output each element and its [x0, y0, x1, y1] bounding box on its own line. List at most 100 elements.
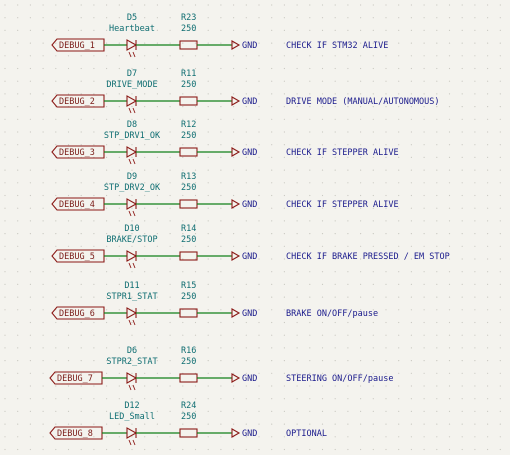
led-reference: D12: [124, 401, 139, 411]
hierarchical-label-icon[interactable]: DEBUG_2: [51, 94, 105, 108]
row-description: CHECK IF STEPPER ALIVE: [286, 148, 399, 158]
row-description: DRIVE MODE (MANUAL/AUTONOMOUS): [286, 97, 440, 107]
ground-arrow-icon: [231, 40, 241, 50]
row-description: OPTIONAL: [286, 429, 327, 439]
led-reference: D11: [124, 281, 139, 291]
led-value: STPR2_STAT: [106, 357, 157, 367]
led-arrow: [128, 439, 132, 446]
row-description: CHECK IF BRAKE PRESSED / EM STOP: [286, 252, 450, 262]
ground-label: GND: [242, 200, 257, 210]
led-triangle: [126, 146, 138, 158]
led-diode-icon[interactable]: [126, 39, 138, 58]
resistor-reference: R15: [181, 281, 196, 291]
led-reference: D5: [127, 13, 137, 23]
row-description: CHECK IF STM32 ALIVE: [286, 41, 388, 51]
resistor-value: 250: [181, 357, 196, 367]
port-label: DEBUG_3: [59, 148, 95, 158]
led-arrow: [128, 384, 132, 391]
resistor-value: 250: [181, 235, 196, 245]
led-arrow: [128, 107, 132, 114]
ground-arrow-icon: [231, 147, 241, 157]
resistor-icon[interactable]: [179, 40, 198, 50]
ground-label: GND: [242, 309, 257, 319]
led-value: STP_DRV1_OK: [104, 131, 161, 141]
resistor-icon[interactable]: [179, 428, 198, 438]
led-diode-icon[interactable]: [126, 198, 138, 217]
ground-label: GND: [242, 148, 257, 158]
hierarchical-label-icon[interactable]: DEBUG_5: [51, 249, 105, 263]
port-label: DEBUG_2: [59, 97, 95, 107]
resistor-value: 250: [181, 80, 196, 90]
resistor-value: 250: [181, 292, 196, 302]
ground-arrow-icon: [231, 96, 241, 106]
hierarchical-label-icon[interactable]: DEBUG_6: [51, 306, 105, 320]
led-triangle: [126, 95, 138, 107]
led-arrow: [132, 158, 136, 165]
led-reference: D6: [127, 346, 137, 356]
resistor-reference: R23: [181, 13, 196, 23]
ground-label: GND: [242, 429, 257, 439]
led-arrow: [128, 158, 132, 165]
led-arrow: [132, 384, 136, 391]
resistor-value: 250: [181, 131, 196, 141]
led-arrow: [132, 51, 136, 58]
port-label: DEBUG_5: [59, 252, 95, 262]
led-triangle: [126, 39, 138, 51]
led-arrow: [132, 439, 136, 446]
led-diode-icon[interactable]: [126, 427, 138, 446]
led-diode-icon[interactable]: [126, 146, 138, 165]
led-triangle: [126, 198, 138, 210]
led-value: LED_Small: [109, 412, 155, 422]
row-description: BRAKE ON/OFF/pause: [286, 309, 378, 319]
resistor-reference: R16: [181, 346, 196, 356]
resistor-icon[interactable]: [179, 373, 198, 383]
ground-arrow-icon: [231, 251, 241, 261]
led-value: STP_DRV2_OK: [104, 183, 161, 193]
led-arrow: [128, 319, 132, 326]
ground-arrow-icon: [231, 308, 241, 318]
grid-dots: [4, 4, 501, 451]
resistor-icon[interactable]: [179, 96, 198, 106]
port-label: DEBUG_1: [59, 41, 95, 51]
hierarchical-label-icon[interactable]: DEBUG_3: [51, 145, 105, 159]
led-triangle: [126, 307, 138, 319]
led-diode-icon[interactable]: [126, 372, 138, 391]
led-arrow: [128, 210, 132, 217]
led-triangle: [126, 372, 138, 384]
led-reference: D10: [124, 224, 139, 234]
ground-arrow-icon: [231, 199, 241, 209]
led-arrow: [128, 262, 132, 269]
ground-arrow-icon: [231, 428, 241, 438]
hierarchical-label-icon[interactable]: DEBUG_1: [51, 38, 105, 52]
resistor-icon[interactable]: [179, 147, 198, 157]
led-value: Heartbeat: [109, 24, 155, 34]
led-arrow: [132, 262, 136, 269]
led-value: STPR1_STAT: [106, 292, 157, 302]
led-reference: D8: [127, 120, 137, 130]
hierarchical-label-icon[interactable]: DEBUG_4: [51, 197, 105, 211]
port-label: DEBUG_8: [57, 429, 93, 439]
ground-label: GND: [242, 252, 257, 262]
resistor-icon[interactable]: [179, 199, 198, 209]
row-description: STEERING ON/OFF/pause: [286, 374, 393, 384]
resistor-value: 250: [181, 183, 196, 193]
led-triangle: [126, 427, 138, 439]
port-label: DEBUG_6: [59, 309, 95, 319]
led-diode-icon[interactable]: [126, 250, 138, 269]
led-arrow: [132, 319, 136, 326]
led-value: BRAKE/STOP: [106, 235, 157, 245]
led-diode-icon[interactable]: [126, 95, 138, 114]
ground-label: GND: [242, 97, 257, 107]
led-arrow: [132, 107, 136, 114]
row-description: CHECK IF STEPPER ALIVE: [286, 200, 399, 210]
ground-label: GND: [242, 41, 257, 51]
resistor-reference: R11: [181, 69, 196, 79]
